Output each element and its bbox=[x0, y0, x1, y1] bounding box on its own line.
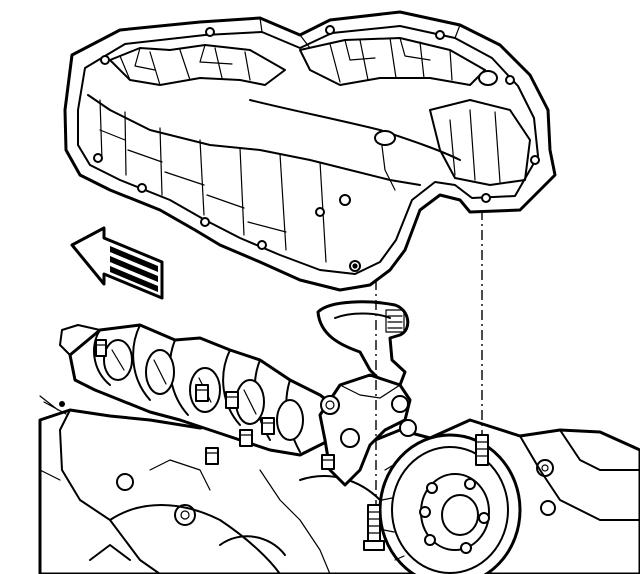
front-direction-arrow bbox=[70, 226, 164, 300]
crankshaft bbox=[59, 323, 342, 465]
oil-pump-pickup bbox=[316, 300, 417, 487]
oil-pan bbox=[63, 10, 557, 292]
flywheel-flexplate bbox=[378, 433, 522, 574]
